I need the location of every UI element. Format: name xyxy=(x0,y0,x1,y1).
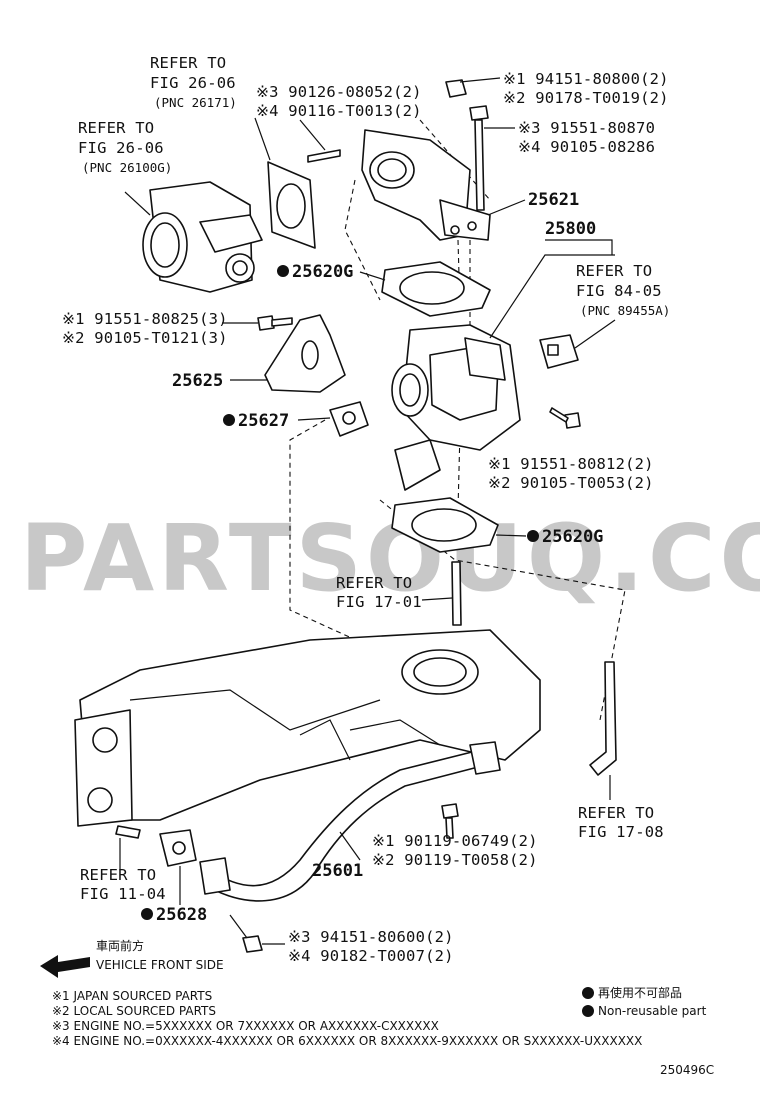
legend-dot-jp xyxy=(582,987,594,999)
bolt-top-label-a: ※3 91551-80870 xyxy=(518,119,655,137)
leader-25627 xyxy=(297,417,331,421)
bolt-pipe-drawing xyxy=(441,803,459,839)
note-1: ※1 JAPAN SOURCED PARTS xyxy=(52,989,212,1003)
bolt-left-drawing xyxy=(257,315,293,331)
gasket-25627-drawing xyxy=(329,401,369,437)
ref-sensor-line2: FIG 84-05 xyxy=(576,282,662,300)
note-2: ※2 LOCAL SOURCED PARTS xyxy=(52,1004,216,1018)
non-reusable-dot-25628 xyxy=(141,908,153,920)
figure-id: 250496C xyxy=(660,1063,714,1077)
nut-bottom-label-b: ※4 90182-T0007(2) xyxy=(288,947,454,965)
stud-mid-drawing xyxy=(451,561,462,626)
egr-valve-drawing xyxy=(391,254,615,491)
hose-right-drawing xyxy=(589,661,617,800)
part-25628-label: 25628 xyxy=(156,905,207,925)
part-25621-label: 25621 xyxy=(528,190,579,210)
ref-throttle-line1: REFER TO xyxy=(78,119,154,137)
leader-25620g-lower xyxy=(495,534,527,537)
ref-stud-mid-line2: FIG 17-01 xyxy=(336,593,422,611)
bolt-right-label-a: ※1 91551-80812(2) xyxy=(488,455,654,473)
note-4: ※4 ENGINE NO.=0XXXXXX-4XXXXXX OR 6XXXXXX… xyxy=(52,1034,642,1048)
vehicle-front-arrow-icon xyxy=(40,955,90,978)
ref-gasket-line3: (PNC 26171) xyxy=(154,95,237,110)
non-reusable-dot-25620g-upper xyxy=(277,265,289,277)
stud-top-label-b: ※4 90116-T0013(2) xyxy=(256,102,422,120)
non-reusable-dot-25627 xyxy=(223,414,235,426)
nut-bottom-label-a: ※3 94151-80600(2) xyxy=(288,928,454,946)
intake-manifold-drawing xyxy=(74,629,541,827)
egr-pipe-drawing xyxy=(199,741,501,902)
part-25627-label: 25627 xyxy=(238,411,289,431)
bolt-left-label-a: ※1 91551-80825(3) xyxy=(62,310,228,328)
nut-bottom-drawing xyxy=(229,914,263,953)
stud-left-drawing xyxy=(115,825,141,870)
bolt-pipe-label-a: ※1 90119-06749(2) xyxy=(372,832,538,850)
throttle-body-drawing xyxy=(124,181,263,293)
long-bolt-drawing xyxy=(469,105,515,211)
leader-stud-mid xyxy=(421,597,453,601)
sensor-drawing xyxy=(539,319,616,369)
ref-gasket-line2: FIG 26-06 xyxy=(150,74,236,92)
ref-hose-line1: REFER TO xyxy=(578,804,654,822)
ref-gasket-line1: REFER TO xyxy=(150,54,226,72)
ref-sensor-line1: REFER TO xyxy=(576,262,652,280)
ref-sensor-line3: (PNC 89455A) xyxy=(580,303,670,318)
gasket-25628-drawing xyxy=(159,829,197,905)
non-reusable-dot-25620g-lower xyxy=(527,530,539,542)
bolt-left-label-b: ※2 90105-T0121(3) xyxy=(62,329,228,347)
legend-label-en: Non-reusable part xyxy=(598,1004,707,1018)
ref-stud-left-line2: FIG 11-04 xyxy=(80,885,166,903)
gasket-plate-drawing xyxy=(254,117,316,249)
intake-connector-drawing xyxy=(361,129,491,241)
legend-label-jp: 再使用不可部品 xyxy=(598,985,682,1000)
note-3: ※3 ENGINE NO.=5XXXXXX OR 7XXXXXX OR AXXX… xyxy=(52,1019,439,1033)
part-25625-label: 25625 xyxy=(172,371,223,391)
ref-stud-mid-line1: REFER TO xyxy=(336,574,412,592)
leader-25621 xyxy=(487,199,526,216)
legend-dot-en xyxy=(582,1005,594,1017)
ref-hose-line2: FIG 17-08 xyxy=(578,823,664,841)
part-25800-label: 25800 xyxy=(545,219,596,239)
part-25620g-lower-label: 25620G xyxy=(542,527,603,547)
direction-label-jp: 車両前方 xyxy=(96,938,144,953)
ref-throttle-line2: FIG 26-06 xyxy=(78,139,164,157)
nut-top-label-a: ※1 94151-80800(2) xyxy=(503,70,669,88)
gasket-25620g-upper-drawing xyxy=(381,261,491,317)
ref-throttle-line3: (PNC 26100G) xyxy=(82,160,172,175)
part-25620g-upper-label: 25620G xyxy=(292,262,353,282)
watermark: PARTSOUQ.COM xyxy=(20,505,760,612)
ref-stud-left-line1: REFER TO xyxy=(80,866,156,884)
bolt-pipe-label-b: ※2 90119-T0058(2) xyxy=(372,851,538,869)
leader-25800 xyxy=(545,239,613,255)
nut-top-label-b: ※2 90178-T0019(2) xyxy=(503,89,669,107)
bolt-right-label-b: ※2 90105-T0053(2) xyxy=(488,474,654,492)
bracket-25625-drawing xyxy=(264,314,346,393)
leader-25620g-upper xyxy=(359,271,386,281)
stud-top-drawing xyxy=(299,119,341,163)
bolt-right-drawing xyxy=(549,407,581,429)
part-25601-label: 25601 xyxy=(312,861,363,881)
bolt-top-label-b: ※4 90105-08286 xyxy=(518,138,655,156)
direction-label-en: VEHICLE FRONT SIDE xyxy=(96,958,224,972)
nut-top-drawing xyxy=(445,77,501,98)
gasket-25620g-lower-drawing xyxy=(391,497,499,553)
stud-top-label-a: ※3 90126-08052(2) xyxy=(256,83,422,101)
